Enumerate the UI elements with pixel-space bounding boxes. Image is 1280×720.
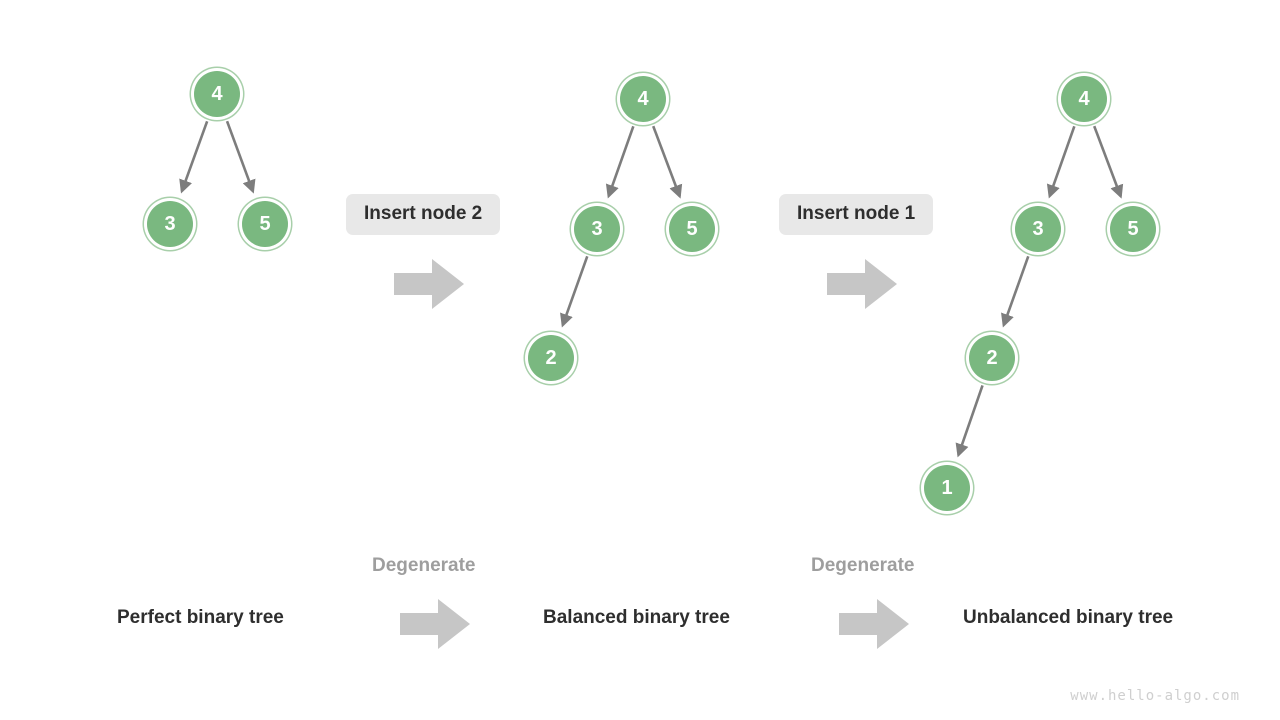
- tree-node: 4: [1061, 76, 1107, 122]
- tree-node: 5: [1110, 206, 1156, 252]
- tree-node-value: 3: [164, 213, 176, 235]
- tree-node: 3: [147, 201, 193, 247]
- tree-node: 5: [669, 206, 715, 252]
- tree-edges: [179, 120, 1124, 458]
- tree-node-value: 5: [686, 218, 698, 240]
- tree-edge: [1046, 125, 1076, 199]
- tree-node: 4: [620, 76, 666, 122]
- tree-node-value: 4: [1078, 88, 1090, 110]
- arrow-shape: [827, 259, 897, 309]
- tree-edge: [179, 120, 209, 194]
- tree-edge: [1001, 255, 1030, 328]
- watermark: www.hello-algo.com: [1070, 688, 1240, 704]
- tree-node: 3: [1015, 206, 1061, 252]
- transition-label-degenerate-1: Degenerate: [372, 555, 476, 576]
- tree-node: 5: [242, 201, 288, 247]
- tree-node-value: 2: [986, 347, 998, 369]
- tree-node-value: 5: [1127, 218, 1139, 240]
- tree-edge: [560, 255, 589, 328]
- operation-label-insert-node-2: Insert node 2: [346, 194, 501, 235]
- transition-arrow-icon: [839, 599, 909, 649]
- caption-unbalanced: Unbalanced binary tree: [963, 607, 1174, 628]
- tree-node: 2: [528, 335, 574, 381]
- tree-node: 3: [574, 206, 620, 252]
- tree-edge: [605, 125, 635, 199]
- arrow-shape: [394, 259, 464, 309]
- tree-edge: [225, 120, 256, 194]
- operation-arrow-icon: [394, 259, 464, 309]
- arrow-shape: [839, 599, 909, 649]
- tree-node-value: 5: [259, 213, 271, 235]
- tree-node-value: 3: [1032, 218, 1044, 240]
- transition-arrow-icon: [400, 599, 470, 649]
- tree-node-value: 1: [941, 477, 953, 499]
- tree-edge: [1093, 125, 1124, 199]
- tree-edge: [652, 125, 683, 199]
- tree-node-value: 2: [545, 347, 557, 369]
- transition-label-degenerate-2: Degenerate: [811, 555, 915, 576]
- tree-node-value: 4: [637, 88, 649, 110]
- operation-arrow-icon: [827, 259, 897, 309]
- tree-node: 4: [194, 71, 240, 117]
- arrow-shape: [400, 599, 470, 649]
- caption-balanced: Balanced binary tree: [543, 607, 730, 628]
- tree-node-value: 3: [591, 218, 603, 240]
- tree-node: 2: [969, 335, 1015, 381]
- operation-label-insert-node-1: Insert node 1: [779, 194, 934, 235]
- tree-node: 1: [924, 465, 970, 511]
- tree-node-value: 4: [211, 83, 223, 105]
- tree-edge: [955, 384, 984, 458]
- caption-perfect: Perfect binary tree: [117, 607, 284, 628]
